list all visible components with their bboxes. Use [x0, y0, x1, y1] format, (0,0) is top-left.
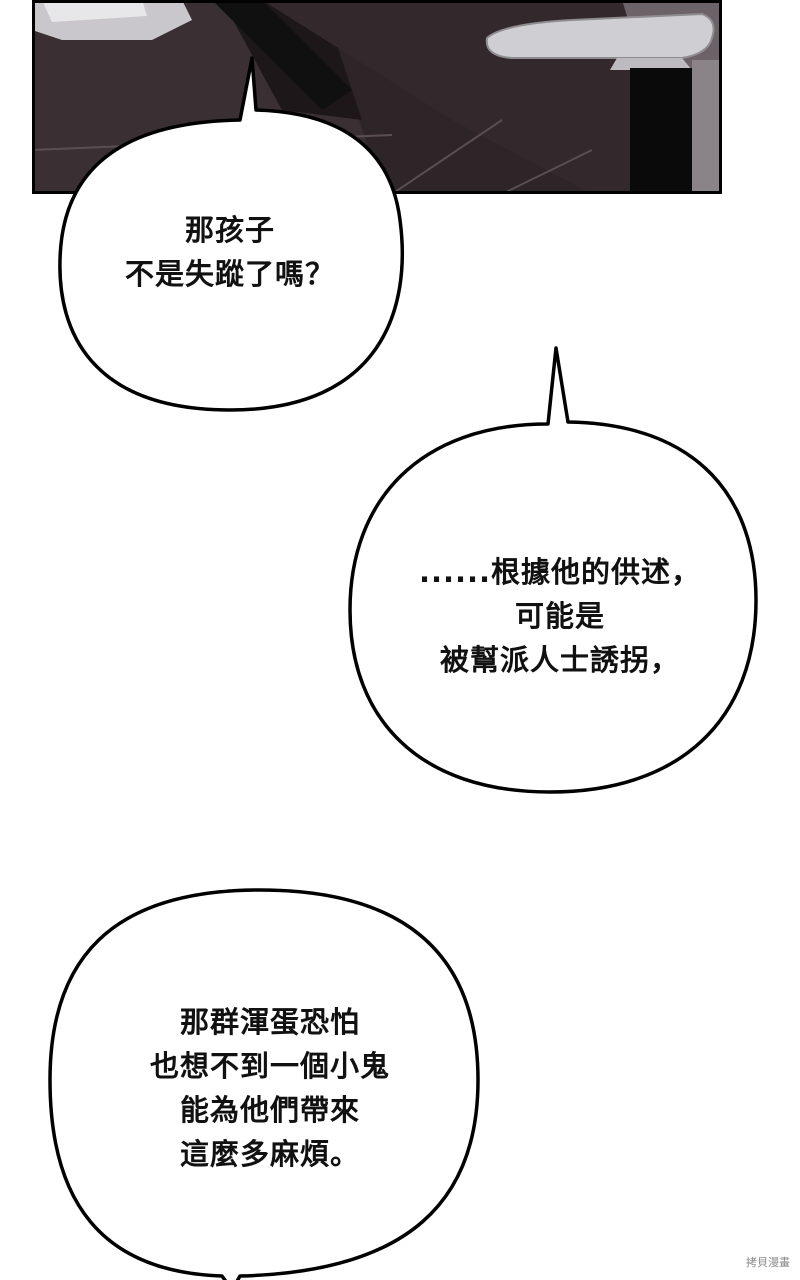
speech-line: 不是失蹤了嗎？	[124, 257, 335, 291]
speech-line: 能為他們帶來	[179, 1093, 360, 1127]
speech-bubble-1	[58, 56, 404, 412]
speech-bubble-3	[48, 888, 480, 1280]
speech-line: 那群渾蛋恐怕	[179, 1005, 360, 1039]
speech-text-2: ......根據他的供述， 可能是 被幫派人士誘拐，	[370, 550, 750, 682]
speech-line: 也想不到一個小鬼	[149, 1049, 390, 1083]
speech-line: 可能是	[514, 599, 605, 633]
watermark: 拷貝漫畫	[746, 1256, 790, 1269]
speech-bubble-2	[348, 346, 758, 794]
speech-line: 這麼多麻煩。	[179, 1137, 360, 1171]
speech-text-3: 那群渾蛋恐怕 也想不到一個小鬼 能為他們帶來 這麼多麻煩。	[70, 1000, 470, 1176]
speech-text-1: 那孩子 不是失蹤了嗎？	[70, 208, 390, 296]
speech-line: ......根據他的供述，	[418, 555, 702, 589]
speech-line: 那孩子	[184, 213, 275, 247]
speech-line: 被幫派人士誘拐，	[439, 643, 680, 677]
